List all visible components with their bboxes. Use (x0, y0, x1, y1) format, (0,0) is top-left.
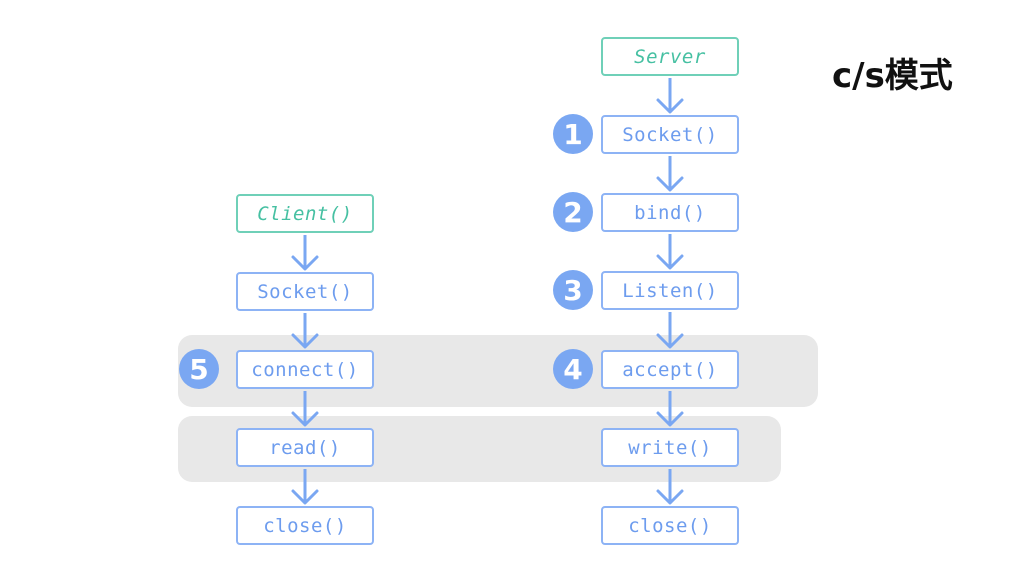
server-arrow-head-3 (656, 254, 684, 270)
server-close-node: close() (601, 506, 739, 545)
server-socket-node: Socket() (601, 115, 739, 154)
step-badge-1: 1 (553, 114, 593, 154)
step-badge-4: 4 (553, 349, 593, 389)
step-badge-3: 3 (553, 270, 593, 310)
server-listen-node: Listen() (601, 271, 739, 310)
server-arrow-head-2 (656, 176, 684, 192)
server-arrow-head-1 (656, 98, 684, 114)
step-badge-5: 5 (179, 349, 219, 389)
client-arrow-head-1 (291, 255, 319, 271)
client-node: Client() (236, 194, 374, 233)
server-accept-node: accept() (601, 350, 739, 389)
client-arrow-head-4 (291, 489, 319, 505)
step-badge-2: 2 (553, 192, 593, 232)
server-write-node: write() (601, 428, 739, 467)
diagram-title: c/s模式 (832, 56, 953, 96)
client-connect-node: connect() (236, 350, 374, 389)
client-read-node: read() (236, 428, 374, 467)
server-node: Server (601, 37, 739, 76)
client-socket-node: Socket() (236, 272, 374, 311)
server-arrow-head-6 (656, 489, 684, 505)
server-bind-node: bind() (601, 193, 739, 232)
client-close-node: close() (236, 506, 374, 545)
